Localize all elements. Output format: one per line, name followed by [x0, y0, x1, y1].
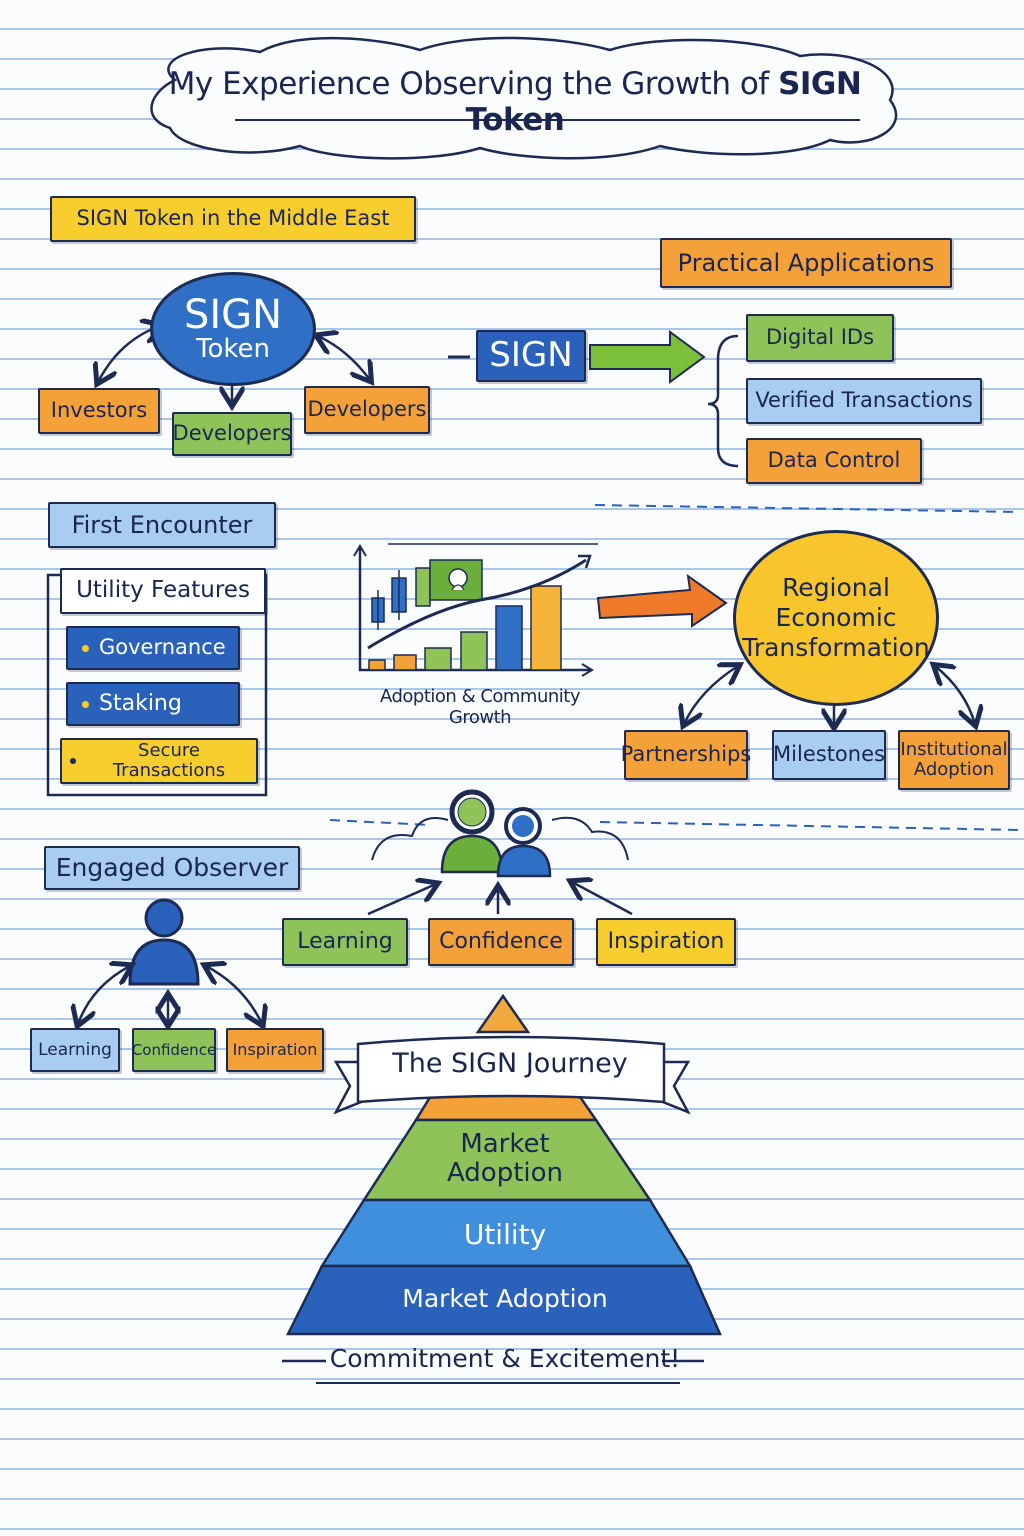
footer-text: Commitment & Excitement!	[329, 1344, 681, 1373]
sign-token-big: SIGN	[183, 291, 283, 338]
utility-item-label: Secure Transactions	[112, 740, 226, 781]
pyramid-level-middle: Utility	[463, 1218, 547, 1251]
journey-banner	[333, 1035, 691, 1115]
engaged-confidence: Confidence	[132, 1028, 216, 1072]
journey-pyramid	[285, 993, 722, 1336]
practical-header: Practical Applications	[660, 238, 952, 288]
region-milestones: Milestones	[772, 730, 886, 780]
growth-caption: Adoption & Community Growth	[380, 686, 581, 728]
practical-item-data-control: Data Control	[746, 438, 922, 484]
community-icon	[371, 789, 629, 878]
green-arrow	[589, 330, 706, 384]
region-node: Regional Economic Transformation	[733, 530, 939, 706]
pyramid-level-top: Market Adoption	[446, 1129, 564, 1188]
title-cloud	[150, 36, 898, 160]
journey-banner-text: The SIGN Journey	[392, 1048, 628, 1079]
node-investors: Investors	[38, 388, 160, 434]
title-prefix: My Experience Observing the Growth of	[168, 66, 779, 102]
arrow-sign-developers-right	[318, 336, 370, 380]
node-developers-center: Developers	[172, 412, 292, 456]
engaged-header: Engaged Observer	[44, 846, 300, 890]
title-bold: SIGN Token	[465, 66, 862, 138]
bracket	[707, 334, 739, 468]
sign-token-small: Token	[196, 333, 270, 364]
community-confidence: Confidence	[428, 918, 574, 966]
sign-center-box: SIGN	[476, 330, 586, 382]
bullet-icon	[70, 758, 76, 764]
region-partnerships: Partnerships	[621, 730, 751, 780]
section-middle-east: SIGN Token in the Middle East	[50, 196, 416, 242]
utility-item-label: Staking	[99, 690, 182, 716]
node-developers-right: Developers	[304, 386, 430, 434]
engaged-learning: Learning	[30, 1028, 120, 1072]
engaged-inspiration: Inspiration	[226, 1028, 324, 1072]
community-learning: Learning	[282, 918, 408, 966]
utility-item-staking: Staking	[66, 682, 240, 726]
bullet-icon	[82, 700, 89, 708]
bullet-icon	[82, 644, 89, 652]
first-encounter-header: First Encounter	[48, 502, 276, 548]
orange-arrow	[596, 573, 728, 628]
region-institutional-adoption: Institutional Adoption	[898, 730, 1010, 790]
utility-item-secure-transactions: Secure Transactions	[60, 738, 258, 784]
pyramid-level-bottom: Market Adoption	[402, 1284, 608, 1313]
observer-icon	[128, 898, 200, 986]
page-title: My Experience Observing the Growth of SI…	[150, 66, 880, 138]
utility-item-governance: Governance	[66, 626, 240, 670]
utility-item-label: Governance	[99, 635, 226, 660]
community-inspiration: Inspiration	[596, 918, 736, 966]
growth-chart	[353, 543, 598, 677]
practical-item-verified-transactions: Verified Transactions	[746, 378, 982, 424]
utility-header: Utility Features	[60, 568, 266, 614]
sign-token-node: SIGN Token	[150, 272, 316, 386]
practical-item-digital-ids: Digital IDs	[746, 314, 894, 362]
